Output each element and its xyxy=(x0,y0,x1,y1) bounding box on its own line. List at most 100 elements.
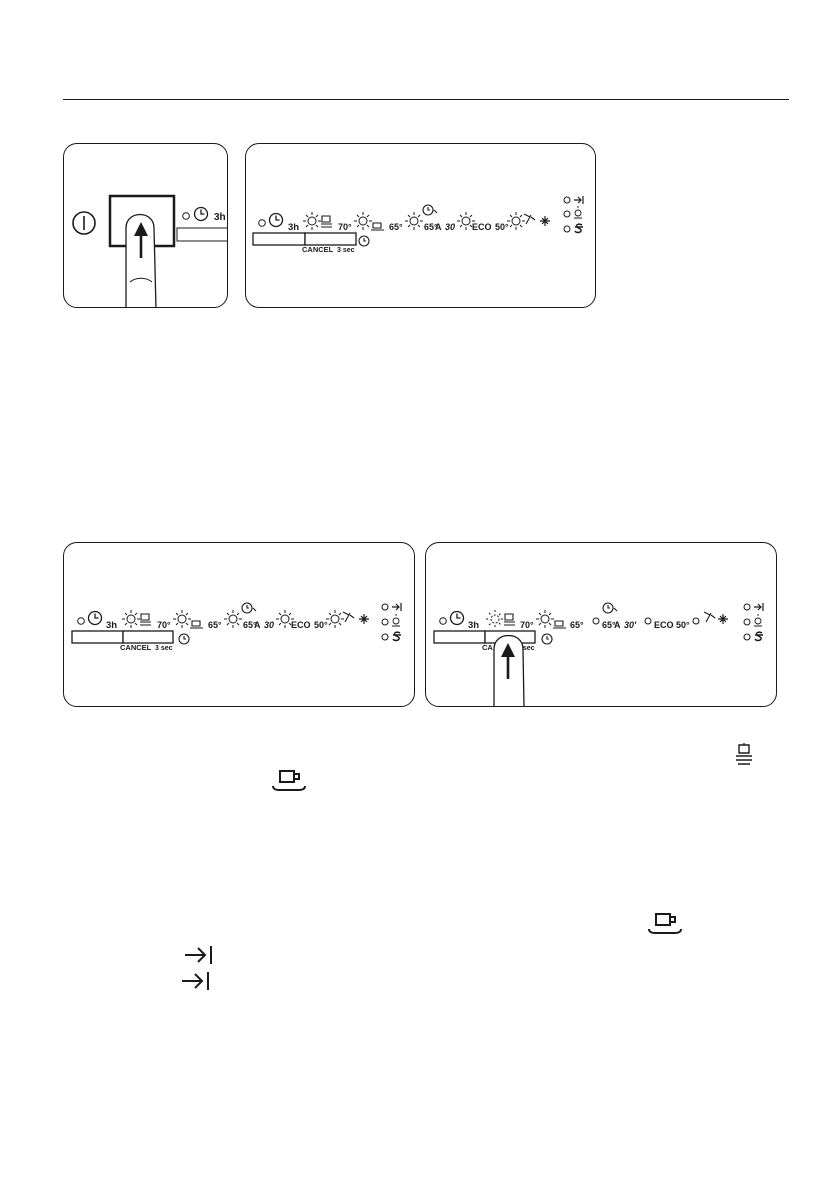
temp-65-left-label: 65° xyxy=(602,620,616,630)
cancel-label: CANCEL xyxy=(120,643,152,652)
glasses-icon xyxy=(523,213,536,225)
end-arrow-icon xyxy=(574,196,584,204)
eco50-led xyxy=(644,617,652,625)
rapid-led xyxy=(692,617,700,625)
delay-button[interactable] xyxy=(252,232,306,246)
temp-65-left-label: 65° xyxy=(243,620,257,630)
temp-65-label: 65° xyxy=(389,222,403,232)
panel-power-drawing: 3h xyxy=(72,194,228,307)
rinse-aid-icon xyxy=(392,614,400,627)
glasses-icon xyxy=(703,611,716,623)
delay-led xyxy=(182,212,190,220)
pots-pans-icon xyxy=(736,743,752,765)
eco-led-burst xyxy=(405,212,423,230)
eco-icon xyxy=(422,204,438,216)
rinse-aid-icon xyxy=(754,614,762,627)
rinse-aid-icon xyxy=(574,206,582,219)
cup-plate-icon xyxy=(272,770,306,791)
end-arrow-icon xyxy=(182,972,209,990)
salt-icon xyxy=(754,631,763,642)
temp-65-label: 65° xyxy=(570,620,584,630)
a-label: A xyxy=(435,222,442,232)
temp-30-label: 30 xyxy=(264,620,274,630)
temp-30-prime-label: 30' xyxy=(624,620,637,630)
temp-50-label: 50° xyxy=(314,620,328,630)
clock-icon xyxy=(87,610,103,626)
glasses-icon xyxy=(342,611,355,623)
cancel-time-label: 3 sec xyxy=(337,247,355,254)
delay-label: 3h xyxy=(468,620,479,631)
panel-power-press: 3h xyxy=(63,143,228,308)
star-icon xyxy=(718,614,728,624)
normal-led-burst xyxy=(536,610,554,628)
rapid-led-burst xyxy=(326,610,344,628)
indicator-column xyxy=(743,603,751,641)
delay-button[interactable] xyxy=(176,227,228,242)
panel-press-drawing: 3h 70° 65° 65° A 30' ECO 50° xyxy=(433,602,764,706)
power-icon xyxy=(72,211,96,235)
salt-icon xyxy=(392,631,401,642)
end-arrow-icon xyxy=(185,946,212,964)
delay-led xyxy=(77,617,85,625)
clock-icon xyxy=(193,206,209,222)
temp-70-label: 70° xyxy=(520,620,534,630)
cup-plate-icon xyxy=(371,222,384,231)
end-arrow-icon xyxy=(754,603,764,611)
eco65-led xyxy=(592,617,600,625)
panel-overview-drawing: 3h 70° 65° 65° A 30 xyxy=(252,196,584,254)
temp-50-label: 50° xyxy=(495,222,509,232)
clock-icon xyxy=(449,610,465,626)
temp-70-label: 70° xyxy=(157,620,171,630)
cup-plate-icon xyxy=(648,913,682,934)
eco-icon xyxy=(602,602,618,614)
eco-label: ECO xyxy=(291,620,311,630)
eco-led-burst xyxy=(224,610,242,628)
panel-control-overview: 3h 70° 65° 65° A 30 xyxy=(245,143,596,308)
salt-icon xyxy=(574,223,583,234)
temp-65-left-label: 65° xyxy=(424,222,438,232)
eco50-led-burst xyxy=(457,212,475,230)
normal-led-burst xyxy=(173,610,191,628)
panel-program-press: 3h 70° 65° 65° A 30' ECO 50° xyxy=(425,542,777,707)
panel-program-drawing: 3h 70° 65° 65° A 30 xyxy=(71,602,402,652)
power-clock-icon xyxy=(358,235,370,247)
cancel-time-label: 3 sec xyxy=(155,645,173,652)
program-button[interactable] xyxy=(304,232,357,246)
delay-button[interactable] xyxy=(71,630,124,644)
a-label: A xyxy=(614,620,621,630)
intensive-led-dashed xyxy=(486,610,504,628)
intensive-led-burst xyxy=(303,212,321,230)
delay-label: 3h xyxy=(214,212,226,223)
a-label: A xyxy=(254,620,261,630)
cup-plate-icon xyxy=(553,620,566,629)
finger-press-icon xyxy=(125,213,157,307)
star-icon xyxy=(359,614,369,624)
cup-plate-icon xyxy=(190,620,203,629)
program-button[interactable] xyxy=(122,630,174,644)
eco-label: ECO xyxy=(472,222,492,232)
indicator-column xyxy=(563,196,571,233)
cancel-label: CANCEL xyxy=(302,245,334,254)
pots-pans-icon xyxy=(504,613,515,626)
indicator-column xyxy=(381,603,389,641)
cancel-time-label: 3 sec xyxy=(517,645,535,652)
normal-led-burst xyxy=(354,212,372,230)
intensive-led-burst xyxy=(122,610,140,628)
panel-program-select: 3h 70° 65° 65° A 30 xyxy=(63,542,415,707)
eco50-led-burst xyxy=(276,610,294,628)
pots-pans-icon xyxy=(321,215,332,228)
temp-65-label: 65° xyxy=(208,620,222,630)
power-clock-icon xyxy=(178,633,190,645)
eco-label: ECO xyxy=(654,620,674,630)
temp-50-right-label: 50° xyxy=(676,620,690,630)
clock-icon xyxy=(268,212,284,228)
eco-icon xyxy=(241,602,257,614)
power-clock-icon xyxy=(541,633,553,645)
delay-label: 3h xyxy=(288,222,299,233)
star-icon xyxy=(540,216,550,226)
cancel-partial-label: CA xyxy=(482,643,493,652)
end-arrow-icon xyxy=(392,603,402,611)
temp-70-label: 70° xyxy=(338,222,352,232)
pots-pans-icon xyxy=(140,613,151,626)
delay-button[interactable] xyxy=(433,630,486,644)
